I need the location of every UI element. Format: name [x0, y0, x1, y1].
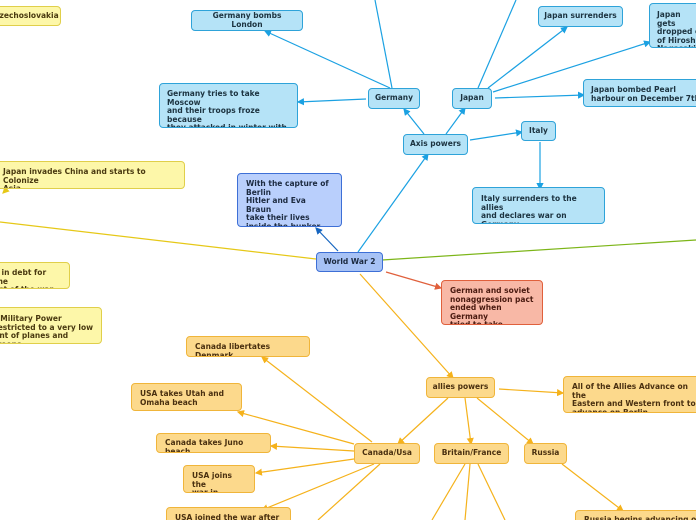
- node-usa-joined-after[interactable]: USA joined the war after: [166, 507, 291, 520]
- link-canada-down: [317, 463, 381, 520]
- node-russia-advancing[interactable]: Russia begins advancing on: [575, 510, 696, 520]
- node-axis-powers[interactable]: Axis powers: [403, 134, 468, 155]
- link-root-nonaggression: [385, 271, 443, 290]
- link-germany-up: [374, 0, 393, 89]
- link-allies-britain: [464, 397, 474, 446]
- link-japan-pearl: [494, 91, 586, 99]
- node-nonaggression-pact[interactable]: German and soviet nonaggression pact end…: [441, 280, 543, 325]
- link-russia-advancing: [561, 463, 624, 512]
- node-italy-surrenders[interactable]: Italy surrenders to the allies and decla…: [472, 187, 605, 224]
- link-japan-atomic: [492, 40, 652, 93]
- link-germany-london: [263, 30, 391, 89]
- link-britain-down1: [431, 463, 466, 520]
- node-hitler-bunker[interactable]: With the capture of Berlin Hitler and Ev…: [237, 173, 342, 227]
- link-root-yellow: [0, 221, 317, 260]
- node-japan[interactable]: Japan: [452, 88, 492, 109]
- node-usa-joins-europe[interactable]: USA joins the war in Europe: [183, 465, 255, 493]
- node-allies-advance[interactable]: All of the Allies Advance on the Eastern…: [563, 376, 696, 413]
- link-britain-down2: [464, 463, 471, 520]
- link-allies-advance: [498, 388, 565, 397]
- link-britain-down3: [477, 463, 506, 520]
- link-root-hitler: [315, 227, 339, 252]
- link-axis-germany: [403, 108, 425, 135]
- link-japan-up: [477, 0, 517, 89]
- link-axis-japan: [445, 107, 466, 135]
- root-node-world-war-2[interactable]: World War 2: [316, 252, 383, 272]
- node-debt[interactable]: y in debt for the ost of the war: [0, 262, 70, 289]
- node-russia[interactable]: Russia: [524, 443, 567, 464]
- link-allies-canada: [397, 397, 449, 445]
- node-military-power[interactable]: r Military Power restricted to a very lo…: [0, 307, 102, 344]
- node-japan-surrenders[interactable]: Japan surrenders: [538, 6, 623, 27]
- link-allies-russia: [476, 397, 534, 445]
- node-germany[interactable]: Germany: [368, 88, 420, 109]
- node-britain-france[interactable]: Britain/France: [434, 443, 509, 464]
- node-germany-bombs-london[interactable]: Germany bombs London: [191, 10, 303, 31]
- node-japan-atomic[interactable]: Japan gets dropped o of Hiroshi Nagasaki: [649, 3, 696, 48]
- node-germany-moscow[interactable]: Germany tries to take Moscow and their t…: [159, 83, 298, 128]
- link-canada-utah: [236, 410, 355, 445]
- node-italy[interactable]: Italy: [521, 121, 556, 141]
- link-canada-joins: [254, 458, 355, 476]
- link-axis-italy: [469, 129, 524, 141]
- link-germany-moscow: [296, 98, 367, 106]
- node-allies-powers[interactable]: allies powers: [426, 377, 495, 398]
- node-japan-pearl-harbour[interactable]: Japan bombed Pearl harbour on December 7…: [583, 79, 696, 107]
- node-canada-usa[interactable]: Canada/Usa: [354, 443, 420, 464]
- node-japan-china[interactable]: Japan invades China and starts to Coloni…: [0, 161, 185, 189]
- link-czech-up: [2, 186, 10, 194]
- link-canada-denmark: [261, 356, 373, 443]
- node-czechoslovakia[interactable]: Czechoslovakia: [0, 6, 61, 26]
- link-root-allies: [359, 273, 454, 379]
- link-root-axis: [357, 153, 429, 253]
- node-usa-utah-omaha[interactable]: USA takes Utah and Omaha beach: [131, 383, 242, 411]
- link-japan-surrenders: [487, 26, 568, 89]
- link-canada-juno: [269, 442, 355, 452]
- node-canada-juno[interactable]: Canada takes Juno beach: [156, 433, 271, 453]
- link-root-green: [381, 239, 696, 261]
- link-canada-joined: [260, 463, 375, 512]
- node-canada-denmark[interactable]: Canada libertates Denmark: [186, 336, 310, 357]
